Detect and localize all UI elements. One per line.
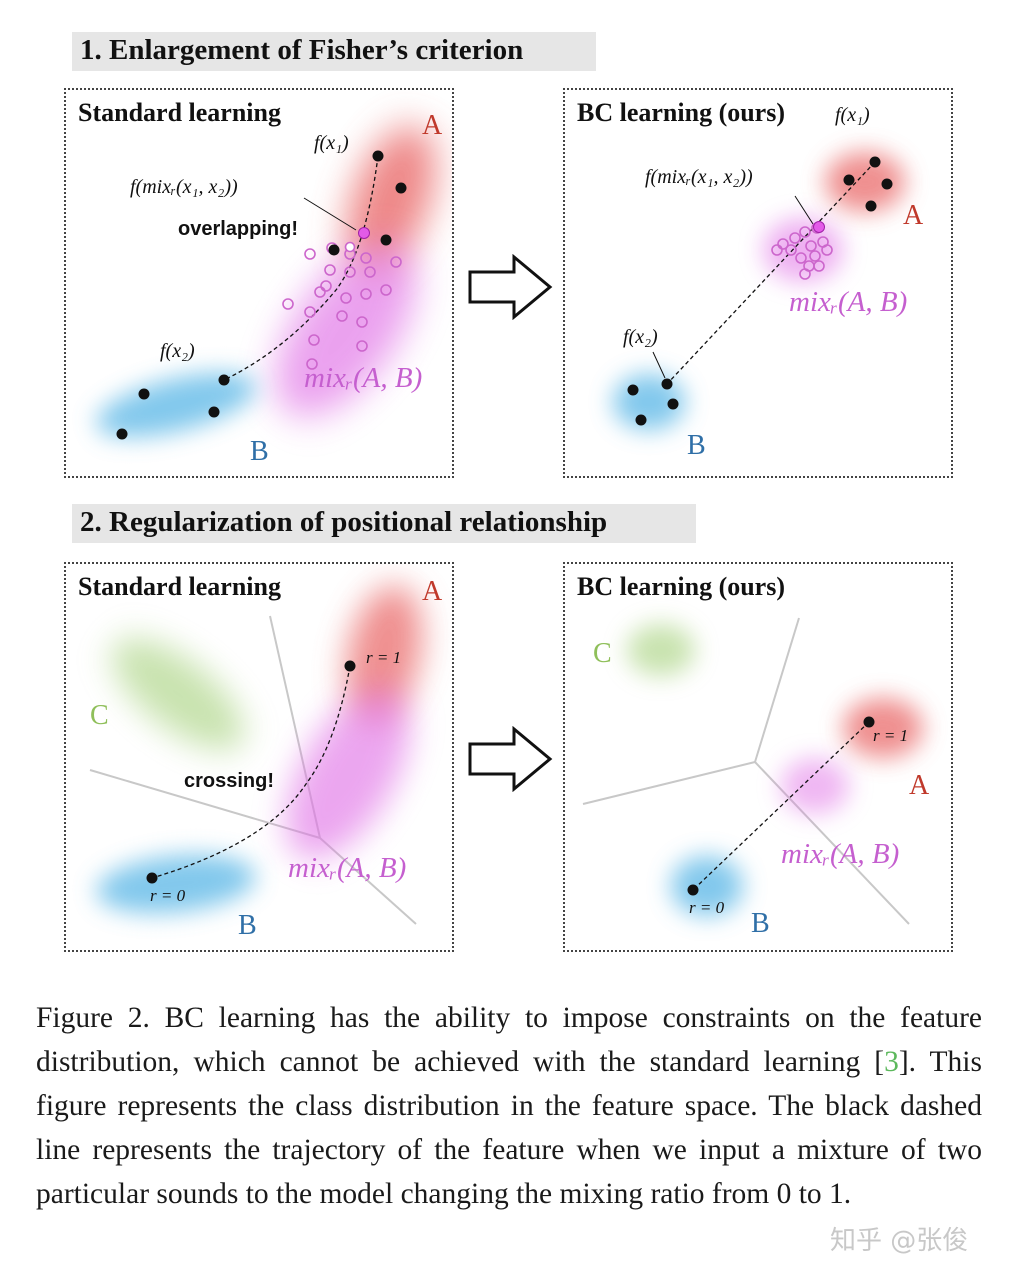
mix-feature-point (358, 227, 370, 239)
panel-standard-fisher: Standard learning A B f(x₁) f(mixᵣ(x₁, x… (64, 88, 454, 478)
class-a-point (863, 716, 875, 728)
class-b-point (146, 872, 158, 884)
section-2-title: 2. Regularization of positional relation… (72, 504, 696, 543)
fmix-label: f(mixᵣ(x₁, x₂)) (130, 176, 238, 198)
class-a-cluster (346, 125, 436, 275)
mix-cluster (763, 218, 843, 282)
panel-title: BC learning (ours) (577, 98, 785, 127)
class-b-label: B (238, 910, 257, 941)
class-b-label: B (250, 436, 269, 467)
mix-pointer-line (303, 197, 357, 231)
fx2-label: f(x₂) (160, 340, 195, 362)
class-b-points (116, 374, 230, 440)
mix-label: mixᵣ(A, B) (789, 286, 908, 318)
panel-standard-positional: Standard learning A B C r = 1 r = 0 cros… (64, 562, 454, 952)
panel-standard-fisher-graphic (96, 125, 436, 440)
r0-label: r = 0 (689, 898, 725, 917)
panel-bc-fisher: BC learning (ours) A B f(x₁) f(mixᵣ(x₁, … (563, 88, 953, 478)
fx1-label: f(x₁) (835, 104, 870, 126)
trajectory-line (666, 161, 876, 385)
mix-open-point (344, 241, 356, 253)
class-c-cluster (111, 637, 245, 751)
class-c-label: C (593, 638, 612, 669)
class-a-point (344, 660, 356, 672)
r1-label: r = 1 (366, 648, 402, 667)
class-b-cluster (96, 372, 256, 438)
panel-title: BC learning (ours) (577, 572, 785, 601)
mix-cluster (275, 243, 417, 417)
mix-sample-circles (282, 242, 402, 370)
panel-bc-positional: BC learning (ours) A B C r = 1 r = 0 mix… (563, 562, 953, 952)
figure-caption: Figure 2. BC learning has the ability to… (36, 996, 982, 1216)
class-b-points (627, 378, 679, 426)
class-a-cluster (825, 152, 905, 212)
panel-bc-positional-graphic (582, 617, 923, 925)
trajectory-line (151, 665, 351, 879)
mix-cluster (781, 758, 849, 814)
mix-feature-point (813, 221, 825, 233)
class-b-label: B (751, 908, 770, 939)
class-b-cluster (671, 856, 743, 916)
fmix-label: f(mixᵣ(x₁, x₂)) (645, 166, 753, 188)
panel-bc-fisher-graphic (613, 152, 905, 430)
right-arrow-icon (468, 254, 553, 320)
caption-text-before: Figure 2. BC learning has the ability to… (36, 1002, 982, 1078)
boundary-lines (582, 617, 910, 925)
class-b-label: B (687, 430, 706, 461)
r0-label: r = 0 (150, 886, 186, 905)
watermark: 知乎 @张俊 (830, 1226, 969, 1256)
class-b-cluster (96, 854, 256, 914)
crossing-note: crossing! (184, 770, 275, 792)
r1-label: r = 1 (873, 726, 909, 745)
overlapping-note: overlapping! (178, 218, 299, 240)
trajectory-line (223, 155, 379, 381)
caption-text-after: ]. This figure represents the class dist… (36, 1046, 982, 1210)
fx2-label: f(x₂) (623, 326, 658, 348)
mix-sample-circles (771, 222, 833, 280)
mix-cluster (286, 688, 410, 860)
class-b-point (687, 884, 699, 896)
mix-label: mixᵣ(A, B) (304, 362, 423, 394)
class-a-label: A (422, 576, 443, 607)
class-a-label: A (909, 770, 930, 801)
class-a-label: A (903, 200, 924, 231)
class-a-points (328, 150, 407, 256)
citation-link[interactable]: 3 (884, 1046, 899, 1078)
class-a-points (843, 156, 893, 212)
class-a-label: A (422, 110, 443, 141)
class-a-cluster (843, 698, 923, 758)
panel-standard-positional-graphic (89, 585, 423, 925)
mix-label: mixᵣ(A, B) (781, 838, 900, 870)
section-1-title: 1. Enlargement of Fisher’s criterion (72, 32, 596, 71)
class-c-cluster (627, 624, 695, 676)
fx1-label: f(x₁) (314, 132, 349, 154)
class-c-label: C (90, 700, 109, 731)
fx2-pointer-line (652, 351, 666, 379)
class-a-cluster (345, 585, 423, 723)
mix-pointer-line (794, 195, 814, 225)
mix-label: mixᵣ(A, B) (288, 852, 407, 884)
trajectory-line (692, 721, 870, 891)
panel-title: Standard learning (78, 572, 281, 601)
right-arrow-icon (468, 726, 553, 792)
panel-title: Standard learning (78, 98, 281, 127)
